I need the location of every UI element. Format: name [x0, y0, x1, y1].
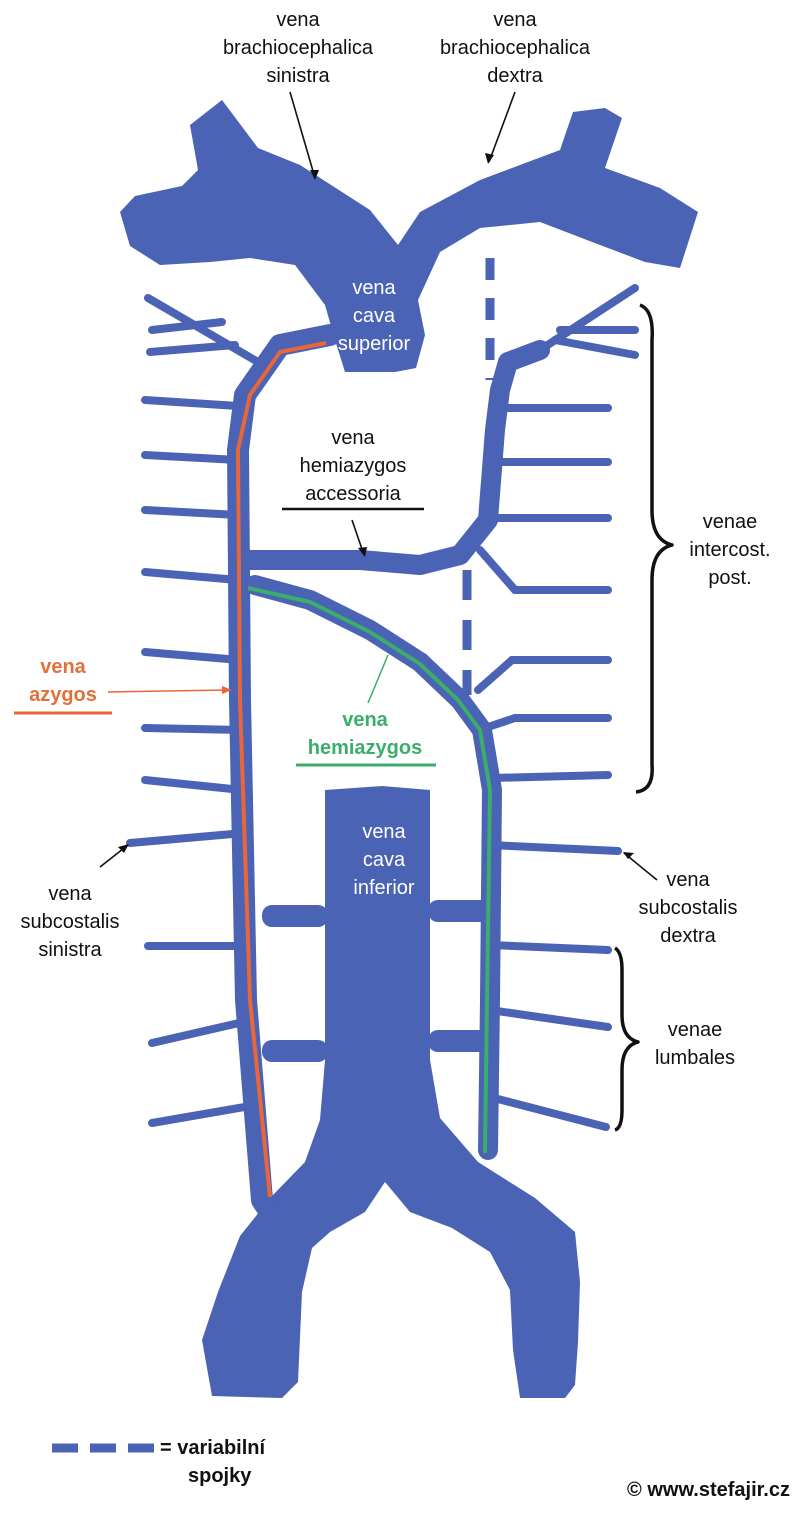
azygos-pointer-line [107, 689, 229, 693]
connector-left-upper [262, 905, 328, 927]
hemiazygos-highlight-line [247, 586, 492, 1154]
hemiazygos-pointer-line [367, 654, 389, 704]
hemiazygos-accessoria-vessel [240, 340, 550, 575]
connector-left-lower [262, 1040, 328, 1062]
copyright-text: © www.stefajir.cz [627, 1479, 790, 1501]
azygos-pointer-arrowhead [222, 686, 232, 694]
azygos-highlight-line [236, 341, 327, 1198]
lumbal-brace [613, 946, 640, 1132]
brachiocephalic-veins-shape [120, 100, 698, 372]
right-tributaries [474, 284, 639, 1131]
intercostal-brace [635, 303, 674, 794]
left-tributaries [126, 294, 262, 1127]
vena-cava-inferior-shape [202, 786, 580, 1398]
pointer-arrowheads [118, 153, 634, 859]
connector-right-upper [428, 900, 494, 922]
connector-right-lower [428, 1030, 494, 1052]
legend-text: = variabilní spojky [160, 1437, 266, 1487]
